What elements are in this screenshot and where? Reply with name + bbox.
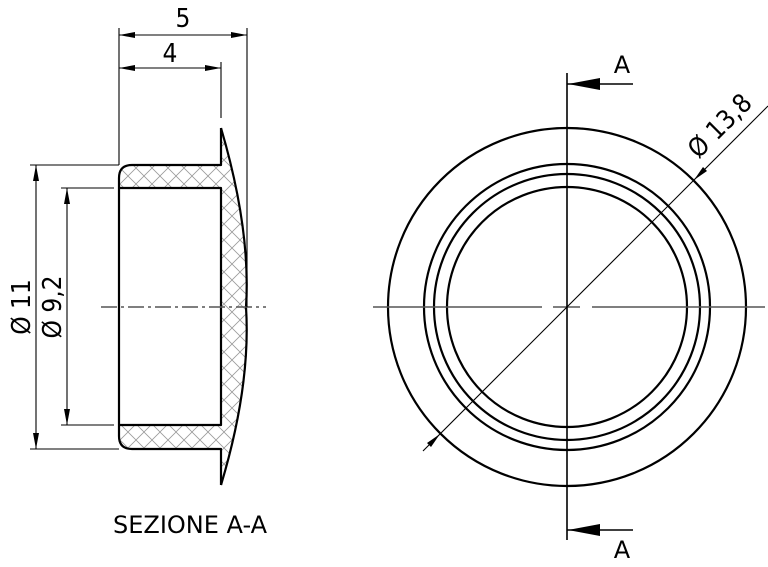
section-arrow-top: A xyxy=(567,51,633,90)
section-arrow-bottom: A xyxy=(567,524,633,564)
svg-text:5: 5 xyxy=(176,4,191,34)
front-view: A A Ø 13,8 xyxy=(373,51,768,564)
svg-text:A: A xyxy=(614,51,631,79)
dim-head-diameter: Ø 13,8 xyxy=(422,88,768,452)
section-outer-profile xyxy=(117,128,223,485)
section-view: 5 4 Ø 11 Ø 9,2 SEZIONE A-A xyxy=(7,4,268,539)
dim-body-length: 4 xyxy=(119,39,222,118)
section-label: SEZIONE A-A xyxy=(113,511,268,539)
svg-text:4: 4 xyxy=(163,39,178,69)
dim-overall-length: 5 xyxy=(118,4,248,307)
dim-inner-diameter: Ø 9,2 xyxy=(38,187,114,426)
svg-text:Ø 9,2: Ø 9,2 xyxy=(38,275,68,338)
dim-outer-diameter: Ø 11 xyxy=(7,164,119,450)
svg-text:Ø 11: Ø 11 xyxy=(7,279,37,335)
svg-text:A: A xyxy=(614,536,631,564)
